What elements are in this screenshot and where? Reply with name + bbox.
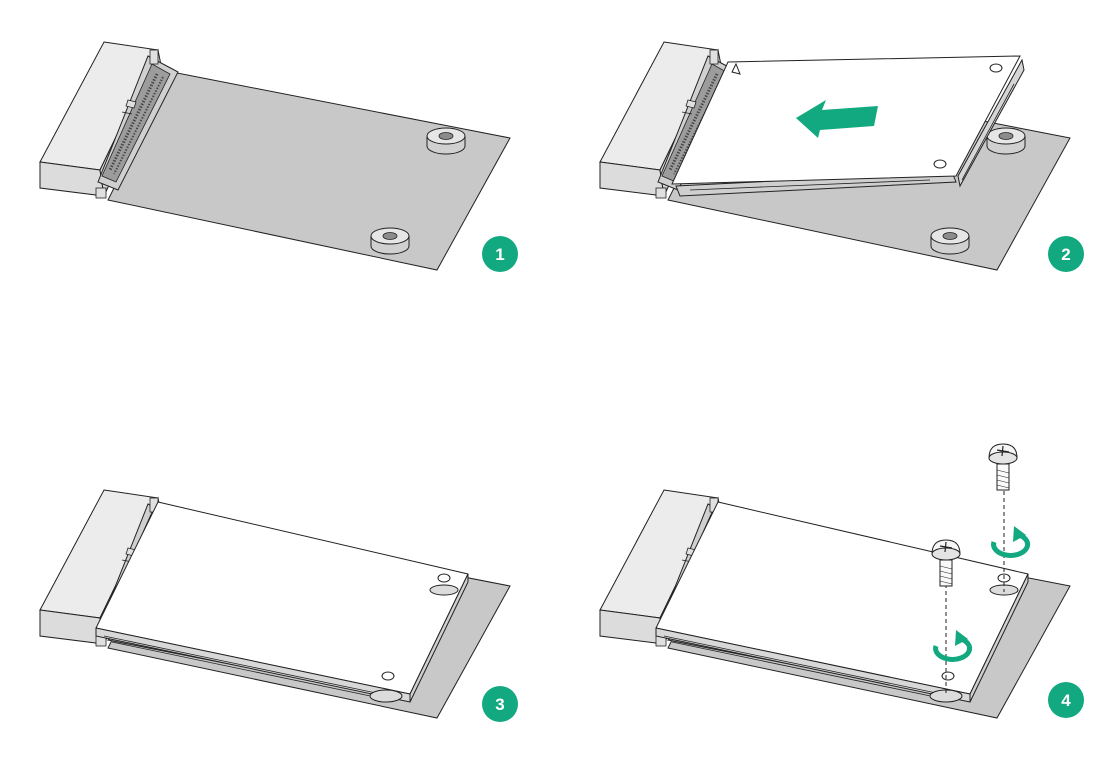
step-badge-1: 1 xyxy=(482,236,518,272)
panel-step-2 xyxy=(598,40,1071,271)
step-number: 3 xyxy=(495,695,504,714)
circuit-board xyxy=(107,71,511,271)
step-number: 1 xyxy=(495,245,504,264)
step-number: 2 xyxy=(1061,245,1070,264)
step-badge-2: 2 xyxy=(1048,236,1084,272)
card-installed xyxy=(655,501,1029,703)
standoff-top xyxy=(986,127,1026,155)
step-number: 4 xyxy=(1061,691,1071,710)
card-installed xyxy=(95,501,469,703)
standoff-bottom xyxy=(930,227,970,255)
rotate-clockwise-icon xyxy=(994,526,1028,555)
standoff-top xyxy=(426,127,466,155)
panel-step-4 xyxy=(598,443,1071,719)
insert-direction-arrow xyxy=(796,100,878,138)
standoff-bottom xyxy=(370,227,410,255)
step-badge-3: 3 xyxy=(482,686,518,722)
screw-icon xyxy=(988,443,1018,491)
panel-step-1 xyxy=(38,40,511,271)
step-badge-4: 4 xyxy=(1048,682,1084,718)
panel-step-3 xyxy=(38,488,511,719)
